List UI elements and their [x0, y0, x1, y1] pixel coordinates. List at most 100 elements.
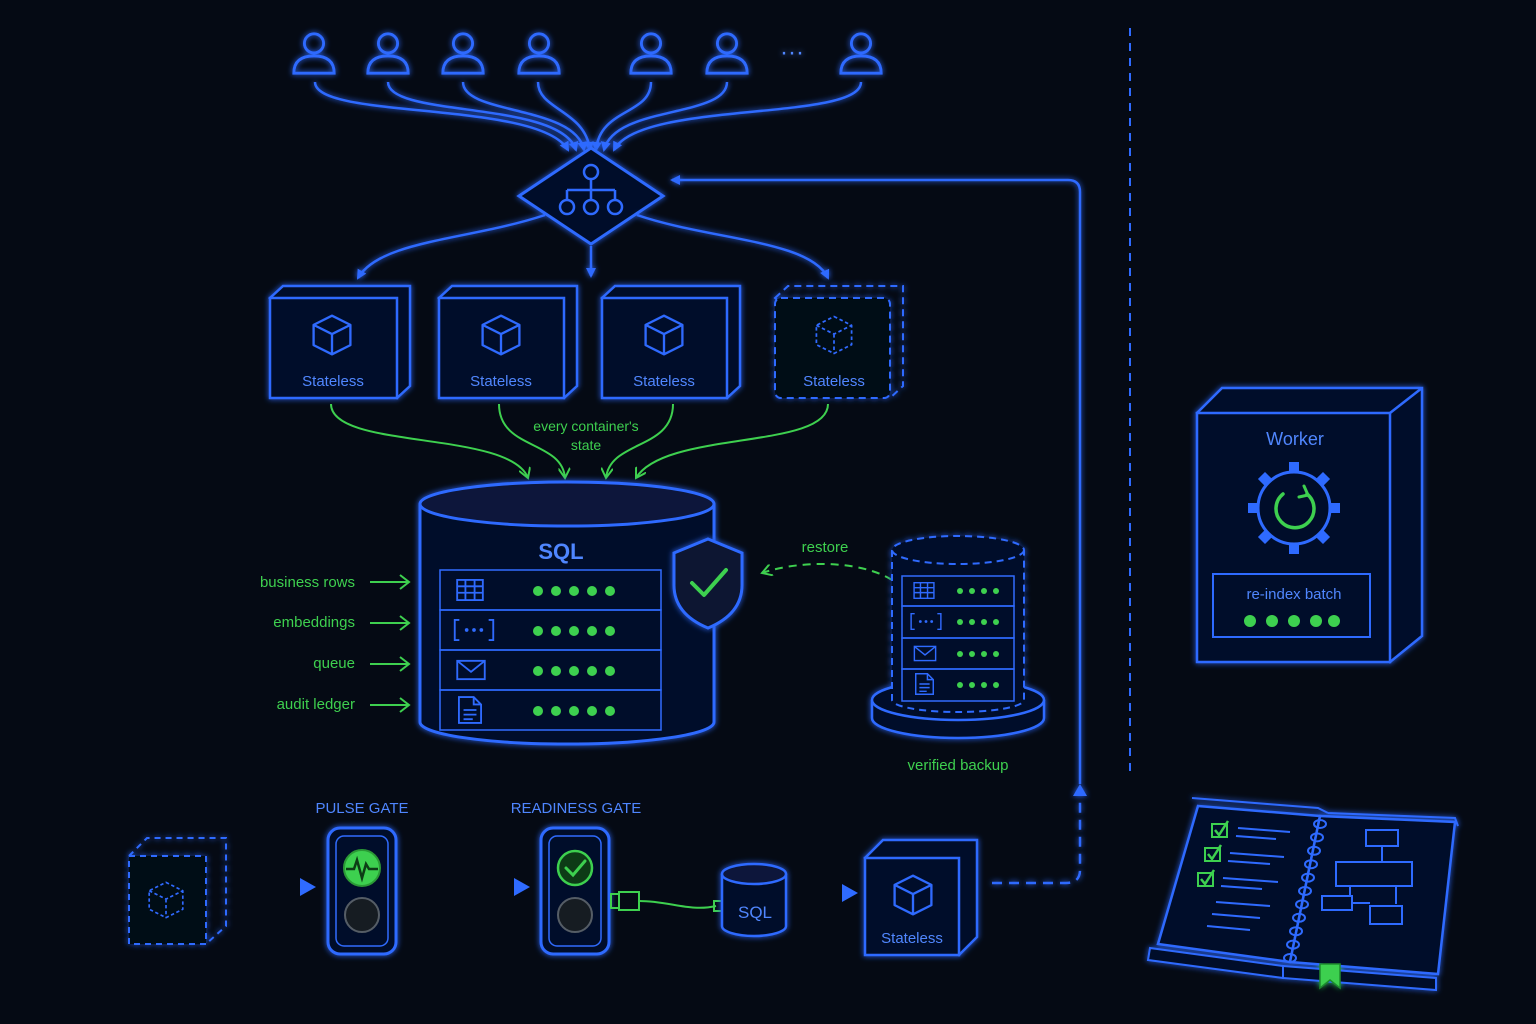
status-dot	[981, 588, 987, 594]
database-rows	[439, 569, 662, 731]
container-label: Stateless	[803, 373, 865, 390]
sql-database: SQL	[418, 480, 716, 746]
container-label: Stateless	[470, 373, 532, 390]
user-icon	[517, 32, 561, 75]
status-dot	[1310, 615, 1322, 627]
user-icon	[292, 32, 336, 75]
status-dot	[569, 586, 579, 596]
status-dot	[1288, 615, 1300, 627]
backup-label: verified backup	[908, 757, 1009, 774]
readiness-gate	[539, 826, 611, 956]
status-dot	[605, 706, 615, 716]
input-label-business-rows: business rows	[260, 574, 355, 591]
input-label-embeddings: embeddings	[273, 614, 355, 631]
database-title: SQL	[538, 539, 583, 564]
status-dot	[587, 706, 597, 716]
status-dot	[981, 651, 987, 657]
worker-status-dots	[1244, 615, 1340, 627]
status-dot	[981, 682, 987, 688]
readiness-gate-label: READINESS GATE	[511, 800, 642, 817]
heartbeat-icon	[346, 855, 378, 883]
container-label: Stateless	[302, 373, 364, 390]
flowchart-icon	[1321, 829, 1413, 925]
row-status-dots	[533, 586, 615, 716]
user-icon	[839, 32, 883, 75]
status-dot	[551, 666, 561, 676]
status-dot	[957, 588, 963, 594]
status-dot	[993, 682, 999, 688]
shield-check-icon	[672, 537, 744, 630]
small-sql-database: SQL	[720, 862, 788, 938]
status-dot	[957, 651, 963, 657]
status-dot	[969, 682, 975, 688]
container-4-scaling: Stateless	[773, 285, 904, 400]
users-ellipsis: ···	[780, 39, 804, 66]
status-dot	[1328, 615, 1340, 627]
status-dot	[587, 666, 597, 676]
status-dot	[969, 619, 975, 625]
state-annotation-line1: every container's	[533, 418, 638, 434]
status-dot	[605, 626, 615, 636]
lb-to-container-arrows	[356, 213, 830, 280]
status-dot	[969, 651, 975, 657]
status-dot	[533, 626, 543, 636]
worker-title: Worker	[1266, 429, 1324, 449]
container-3: Stateless	[600, 284, 742, 400]
input-label-audit-ledger: audit ledger	[277, 696, 355, 713]
network-hierarchy-icon	[558, 163, 624, 216]
status-dot	[957, 682, 963, 688]
restore-label: restore	[802, 539, 849, 556]
status-dot	[1244, 615, 1256, 627]
deployed-container: Stateless	[863, 838, 979, 957]
pulse-gate-label: PULSE GATE	[315, 800, 408, 817]
users-row: ···	[292, 32, 883, 75]
status-dot	[551, 586, 561, 596]
user-icon	[366, 32, 410, 75]
status-dot	[533, 586, 543, 596]
status-dot	[957, 619, 963, 625]
container-label: Stateless	[633, 373, 695, 390]
status-dot	[551, 706, 561, 716]
load-balancer	[516, 146, 666, 246]
checklist-icon	[1197, 820, 1291, 931]
small-sql-label: SQL	[738, 903, 772, 922]
backup-status-dots	[957, 588, 999, 688]
user-traffic-arrows	[313, 81, 863, 152]
user-icon	[705, 32, 749, 75]
status-dot	[1266, 615, 1278, 627]
worker-task-label: re-index batch	[1246, 586, 1341, 603]
status-dot	[551, 626, 561, 636]
database-inputs: business rows embeddings queue audit led…	[260, 574, 411, 713]
gear-refresh-icon	[1248, 462, 1340, 554]
row-audit	[439, 689, 662, 731]
status-dot	[981, 619, 987, 625]
pulse-gate	[326, 826, 398, 956]
feedback-loop-arrow	[670, 175, 1087, 885]
user-icon	[629, 32, 673, 75]
status-dot	[969, 588, 975, 594]
new-container-pending	[127, 837, 227, 946]
user-icon	[441, 32, 485, 75]
state-annotation-line2: state	[571, 437, 602, 453]
bookmark-icon	[1319, 963, 1341, 990]
status-dot	[569, 666, 579, 676]
status-dot	[993, 588, 999, 594]
container-2: Stateless	[437, 284, 579, 400]
status-dot	[533, 666, 543, 676]
status-dot	[587, 586, 597, 596]
status-dot	[587, 626, 597, 636]
status-dot	[993, 619, 999, 625]
plug-connector-icon	[610, 891, 723, 912]
state-flow-arrows	[330, 403, 829, 478]
deployed-container-label: Stateless	[881, 930, 943, 947]
status-dot	[993, 651, 999, 657]
container-1: Stateless	[268, 284, 412, 400]
worker-box: Worker re-index batch	[1195, 386, 1424, 664]
open-book-icon	[1146, 797, 1459, 992]
verified-backup	[870, 535, 1046, 740]
status-dot	[605, 666, 615, 676]
status-dot	[569, 706, 579, 716]
input-label-queue: queue	[313, 655, 355, 672]
status-dot	[569, 626, 579, 636]
